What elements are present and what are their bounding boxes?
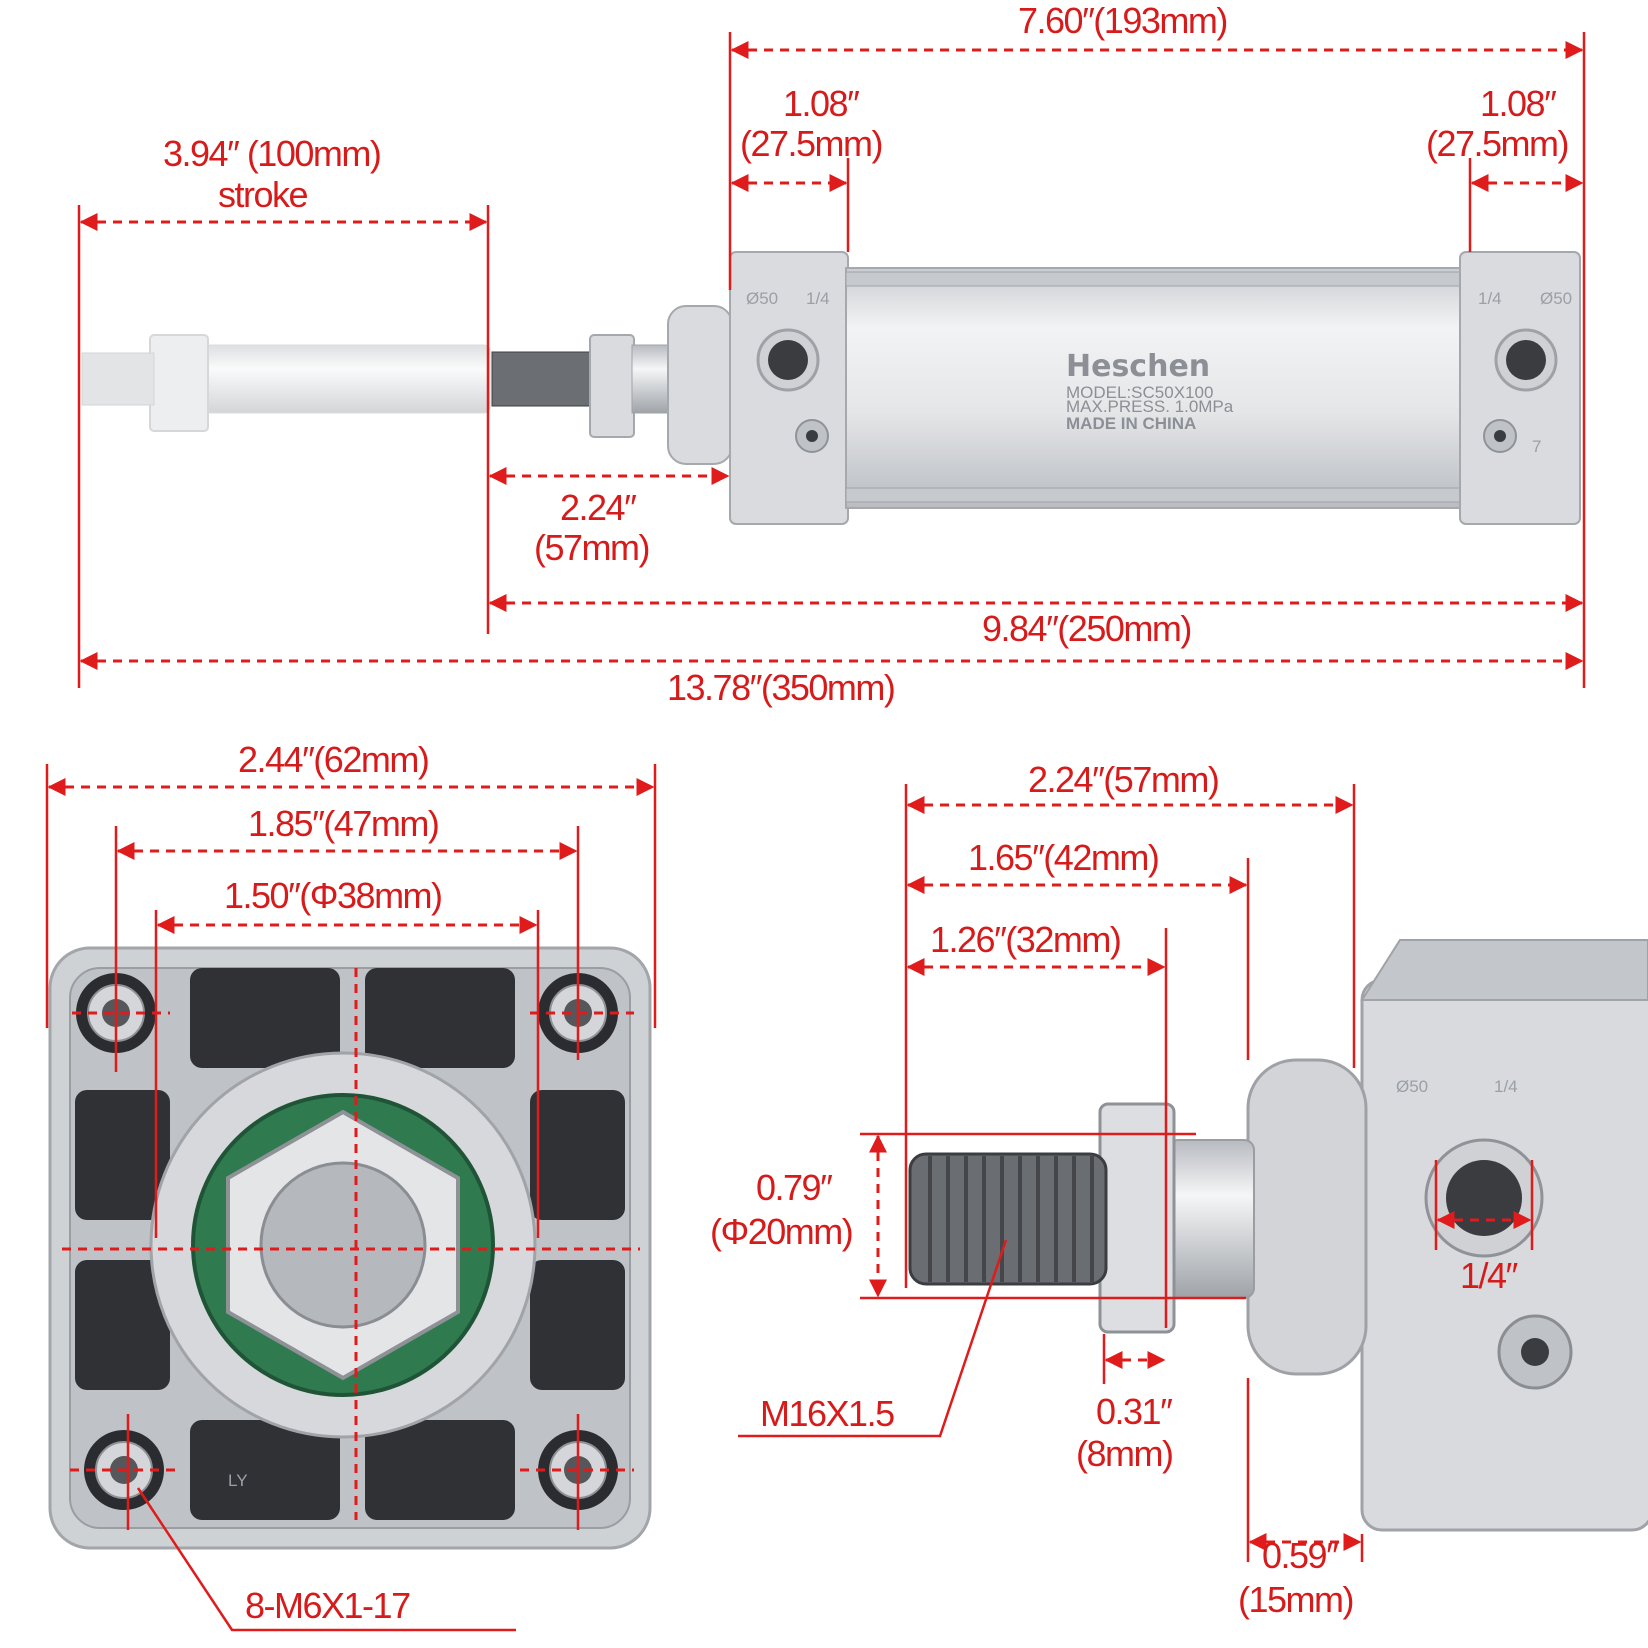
max-pressure: MAX.PRESS. 1.0MPa	[1066, 397, 1234, 416]
extended-length-label: 13.78″(350mm)	[667, 667, 894, 708]
rod-length-label: 2.24″(57mm)	[1028, 759, 1218, 800]
rod-diameter-label-2: (Φ20mm)	[710, 1211, 852, 1252]
boss-width-label-1: 0.59″	[1262, 1535, 1339, 1576]
front-cover-bore-stamp: Ø50	[746, 289, 778, 308]
face-pockets	[75, 968, 625, 1520]
cover-width-label: 2.44″(62mm)	[238, 739, 428, 780]
piston-rod	[631, 344, 673, 414]
length-to-boss-label: 1.65″(42mm)	[968, 837, 1158, 878]
front-cover-port-stamp: 1/4	[806, 289, 830, 308]
rod-diameter-label-1: 0.79″	[756, 1167, 833, 1208]
front-cover-label-1: 1.08″	[783, 83, 860, 124]
bolt-spacing-label: 1.85″(47mm)	[248, 803, 438, 844]
stroke-label-2: stroke	[218, 174, 308, 215]
rear-cover-label-1: 1.08″	[1480, 83, 1557, 124]
rod-extension-label-1: 2.24″	[560, 487, 637, 528]
retracted-length-label: 9.84″(250mm)	[982, 608, 1191, 649]
rod-end-face	[259, 1161, 427, 1329]
bore-label: 1.50″(Φ38mm)	[224, 875, 442, 916]
detail-cover-top-face	[1360, 939, 1648, 1001]
detail-rod-boss	[1246, 1058, 1368, 1376]
model-number: MODEL:SC50X100	[1066, 383, 1213, 402]
rear-cover-bore-stamp: Ø50	[1540, 289, 1572, 308]
detail-port-stamp: 1/4	[1494, 1077, 1518, 1096]
side-view: Ø50 1/4 Heschen MODEL:SC50X100 MAX.PRESS…	[77, 0, 1586, 708]
thread-length-label: 1.26″(32mm)	[930, 919, 1120, 960]
rod-thread	[491, 351, 593, 407]
rod-detail-view: Ø50 1/4	[710, 759, 1648, 1620]
bottom-cast-mark: LY	[228, 1471, 248, 1490]
brand-name: Heschen	[1066, 349, 1210, 384]
nut-width-label-1: 0.31″	[1096, 1391, 1173, 1432]
extended-rod-ghost	[81, 334, 491, 432]
screw-spec-label: 8-M6X1-17	[245, 1585, 410, 1626]
screw-spec-leader	[136, 1487, 516, 1632]
nut-width-label-2: (8mm)	[1076, 1433, 1172, 1474]
tie-rod-bottom	[845, 487, 1465, 503]
rod-extension-label-2: (57mm)	[534, 527, 649, 568]
front-view: LY 2.44″(62mm) 1.85″(47mm)	[45, 739, 657, 1632]
thread-ridges	[928, 1156, 1094, 1282]
stroke-label-1: 3.94″ (100mm)	[163, 133, 380, 174]
detail-piston-rod	[1167, 1139, 1255, 1299]
front-cover-label-2: (27.5mm)	[740, 123, 882, 164]
thread-spec-leader	[738, 1239, 1008, 1438]
rod-nut	[589, 334, 635, 438]
rear-cover-port-stamp: 1/4	[1478, 289, 1502, 308]
rod-boss	[667, 305, 733, 465]
overall-length-label: 7.60″(193mm)	[1018, 0, 1227, 41]
made-in: MADE IN CHINA	[1066, 414, 1196, 433]
detail-rod-thread	[908, 1152, 1108, 1286]
tie-rod-top	[845, 271, 1465, 287]
port-size-label: 1/4″	[1460, 1255, 1519, 1296]
detail-bore-stamp: Ø50	[1396, 1077, 1428, 1096]
rear-cover-mark: 7	[1532, 437, 1541, 456]
boss-width-label-2: (15mm)	[1238, 1579, 1353, 1620]
thread-spec-label: M16X1.5	[760, 1393, 894, 1434]
rear-cover-label-2: (27.5mm)	[1426, 123, 1568, 164]
